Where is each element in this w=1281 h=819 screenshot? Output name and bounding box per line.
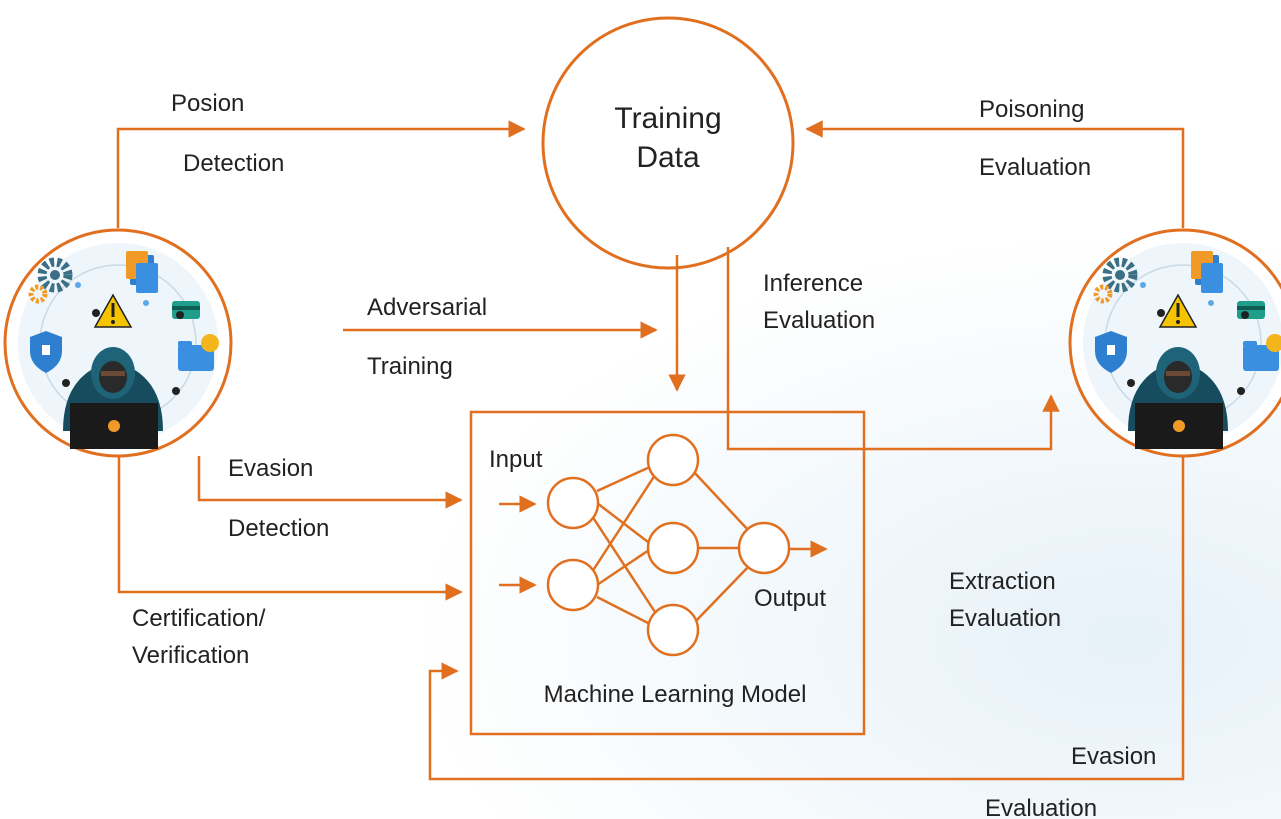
- nn-edge: [596, 464, 653, 493]
- nn-edge: [596, 595, 651, 626]
- ml-model-box: [469, 410, 866, 736]
- training-data-label-line1: Training: [614, 102, 721, 135]
- training-data-circle: [541, 16, 795, 270]
- inference-evaluation-arrow: [726, 247, 1060, 451]
- model-title: Machine Learning Model: [544, 681, 807, 708]
- label-evaluation-bottom: Evaluation: [985, 795, 1097, 819]
- neural-network: [499, 433, 828, 657]
- label-detection-left: Detection: [228, 515, 329, 542]
- label-inference-evaluation: Evaluation: [763, 307, 875, 334]
- label-evasion-bottom: Evasion: [1071, 743, 1156, 770]
- label-extraction: Extraction: [949, 568, 1056, 595]
- output-label: Output: [754, 585, 826, 612]
- certification-verification-arrow: [117, 456, 463, 601]
- label-detection-top: Detection: [183, 150, 284, 177]
- nn-input-node: [546, 558, 600, 612]
- nn-hidden-node: [646, 603, 700, 657]
- label-inference: Inference: [763, 270, 863, 297]
- nn-input-node: [546, 476, 600, 530]
- input-label: Input: [489, 446, 543, 473]
- label-verification: Verification: [132, 642, 249, 669]
- attacker-left-icon: [5, 230, 231, 456]
- label-evasion-left: Evasion: [228, 455, 313, 482]
- poisoning-evaluation-arrow: [805, 120, 1185, 228]
- nn-edge: [692, 470, 751, 533]
- evasion-detection-arrow: [197, 456, 463, 509]
- label-evaluation-top: Evaluation: [979, 154, 1091, 181]
- nn-edge: [596, 546, 653, 587]
- label-adversarial: Adversarial: [367, 294, 487, 321]
- label-extraction-evaluation: Evaluation: [949, 605, 1061, 632]
- evasion-evaluation-arrow: [428, 456, 1185, 781]
- nn-hidden-node: [646, 433, 700, 487]
- attacker-right-icon: [1070, 230, 1281, 456]
- nn-output-node: [737, 521, 791, 575]
- label-posion: Posion: [171, 90, 244, 117]
- label-poisoning: Poisoning: [979, 96, 1084, 123]
- training-data-label-line2: Data: [636, 141, 700, 174]
- nn-edge: [692, 564, 751, 625]
- nn-edge: [590, 474, 657, 573]
- nn-hidden-node: [646, 521, 700, 575]
- posion-detection-arrow: [116, 120, 526, 228]
- label-training: Training: [367, 353, 453, 380]
- nn-edge: [590, 515, 657, 613]
- label-certification: Certification/: [132, 605, 266, 632]
